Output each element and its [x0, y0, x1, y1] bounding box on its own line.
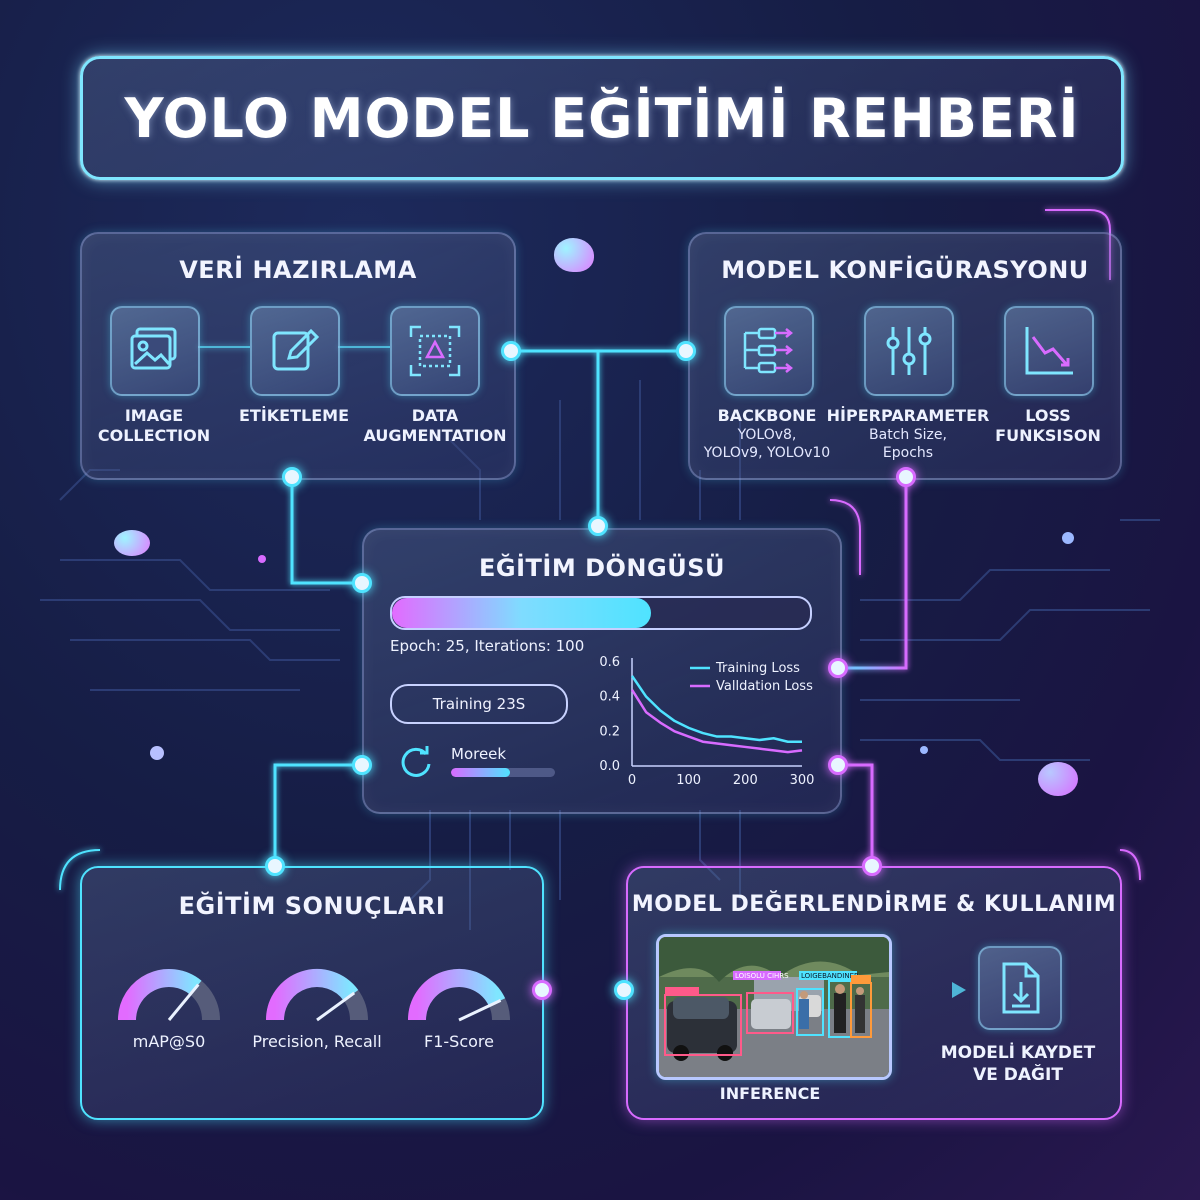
- connector-node: [532, 980, 552, 1000]
- backbone-sub: YOLOv8, YOLOv9, YOLOv10: [703, 427, 831, 461]
- egitim-sonuclari-title: EĞİTİM SONUÇLARI: [178, 892, 446, 920]
- detection-tag-1: LOISOLU CIHRS: [735, 972, 789, 980]
- loss-chart-icon: [1025, 327, 1073, 375]
- x-tick-label: 0: [628, 773, 636, 788]
- x-tick-label: 100: [676, 773, 701, 788]
- connector-node: [676, 341, 696, 361]
- y-tick-label: 0.4: [599, 690, 620, 705]
- model-konfig-title: MODEL KONFİGÜRASYONU: [721, 256, 1089, 284]
- moreek-label: Moreek: [451, 745, 507, 763]
- gauge-dial-icon: [408, 969, 510, 1022]
- data-augmentation-card[interactable]: [390, 306, 480, 396]
- egitim-sonuclari-panel: EĞİTİM SONUÇLARI: [80, 866, 544, 1120]
- legend-label: Valldation Loss: [716, 679, 813, 694]
- gauge-2: [404, 962, 514, 1026]
- backbone-layers-icon: [743, 327, 794, 374]
- connector-node: [501, 341, 521, 361]
- gauge-label: Precision, Recall: [252, 1032, 382, 1051]
- edit-icon: [272, 328, 320, 371]
- epoch-text: Epoch: 25, Iterations: 100: [390, 637, 585, 655]
- augmentation-icon: [409, 325, 461, 377]
- loss-function-card[interactable]: [1004, 306, 1094, 396]
- training-progress-bar: [390, 596, 812, 630]
- refresh-icon[interactable]: [398, 744, 434, 780]
- save-deploy-label: MODELİ KAYDET VE DAĞIT: [940, 1043, 1096, 1085]
- x-tick-label: 300: [790, 773, 815, 788]
- decor-blob: [114, 530, 150, 556]
- sliders-icon: [886, 327, 932, 375]
- hiperparameter-card[interactable]: [864, 306, 954, 396]
- series-line-training-loss: [630, 675, 802, 743]
- gauge-dial-icon: [118, 969, 220, 1021]
- image-collection-label: IMAGE COLLECTION: [97, 406, 211, 445]
- decor-blob: [1038, 762, 1078, 796]
- connector-node: [896, 467, 916, 487]
- etiketleme-label: ETİKETLEME: [238, 406, 349, 425]
- backbone-card[interactable]: [724, 306, 814, 396]
- gauge-1: [262, 962, 372, 1026]
- decor-dot: [920, 746, 928, 754]
- chart-lines: [630, 675, 803, 754]
- moreek-progress-bar: [451, 768, 555, 777]
- training-time-pill[interactable]: Training 23S: [390, 684, 568, 724]
- y-tick-label: 0.6: [599, 655, 620, 670]
- connector-node: [862, 856, 882, 876]
- series-line-valldation-loss: [630, 689, 803, 754]
- loss-chart: 0.6 0.4 0.2 0.0 0 100 200 300 Training LossVall…: [599, 655, 814, 788]
- legend-label: Training Loss: [715, 661, 800, 676]
- egitim-dongusu-title: EĞİTİM DÖNGÜSÜ: [479, 554, 725, 582]
- detection-tag-2: LOIGEBANDINER: [801, 972, 859, 980]
- decor-dot: [258, 555, 266, 563]
- chart-ticks: 0.6 0.4 0.2 0.0 0 100 200 300: [599, 655, 814, 788]
- inference-screen[interactable]: LOISOLU CIHRS LOIGEBANDINER: [656, 934, 892, 1080]
- image-collection-card[interactable]: [110, 306, 200, 396]
- image-gallery-icon: [130, 327, 177, 370]
- connector-node: [352, 755, 372, 775]
- etiketleme-card[interactable]: [250, 306, 340, 396]
- gauge-label: F1-Score: [424, 1032, 494, 1051]
- page-title: YOLO MODEL EĞİTİMİ REHBERİ: [124, 87, 1080, 150]
- save-model-card[interactable]: [978, 946, 1062, 1030]
- backbone-label: BACKBONE: [717, 406, 817, 425]
- veri-hazirlama-title: VERİ HAZIRLAMA: [179, 256, 417, 284]
- save-document-icon: [1002, 962, 1040, 1014]
- title-panel: YOLO MODEL EĞİTİMİ REHBERİ: [80, 56, 1124, 180]
- hiperparameter-sub: Batch Size, Epochs: [869, 427, 947, 461]
- moreek-progress-fill: [451, 768, 511, 777]
- veri-hazirlama-panel: VERİ HAZIRLAMA IMAGE COLLECTION ETİKETLE…: [80, 232, 516, 480]
- gauge-dial-icon: [266, 969, 368, 1022]
- connector-node: [352, 573, 372, 593]
- connector-node: [614, 980, 634, 1000]
- inference-label: INFERENCE: [719, 1084, 821, 1103]
- gauge-0: [114, 962, 224, 1026]
- data-augmentation-label: DATA AUGMENTATION: [363, 406, 507, 445]
- y-tick-label: 0.0: [599, 759, 620, 774]
- training-progress-fill: [392, 598, 652, 628]
- connector-node: [282, 467, 302, 487]
- y-tick-label: 0.2: [599, 724, 620, 739]
- model-konfigurasyonu-panel: MODEL KONFİGÜRASYONU BACKBONE YOLOv8, YO…: [688, 232, 1122, 480]
- connector-node: [265, 856, 285, 876]
- x-tick-label: 200: [733, 773, 758, 788]
- model-degerlendirme-title: MODEL DEĞERLENDİRME & KULLANIM: [631, 892, 1117, 917]
- decor-dot: [150, 746, 164, 760]
- inference-scene-image: LOISOLU CIHRS LOIGEBANDINER: [659, 937, 889, 1077]
- connector-node: [588, 516, 608, 536]
- hiperparameter-label: HİPERPARAMETER: [826, 406, 990, 425]
- gauge-label: mAP@S0: [132, 1032, 206, 1051]
- connector-node: [828, 755, 848, 775]
- decor-dot: [1062, 532, 1074, 544]
- connector-node: [828, 658, 848, 678]
- decor-blob: [554, 238, 594, 272]
- loss-label: LOSS FUNKSISON: [995, 406, 1101, 445]
